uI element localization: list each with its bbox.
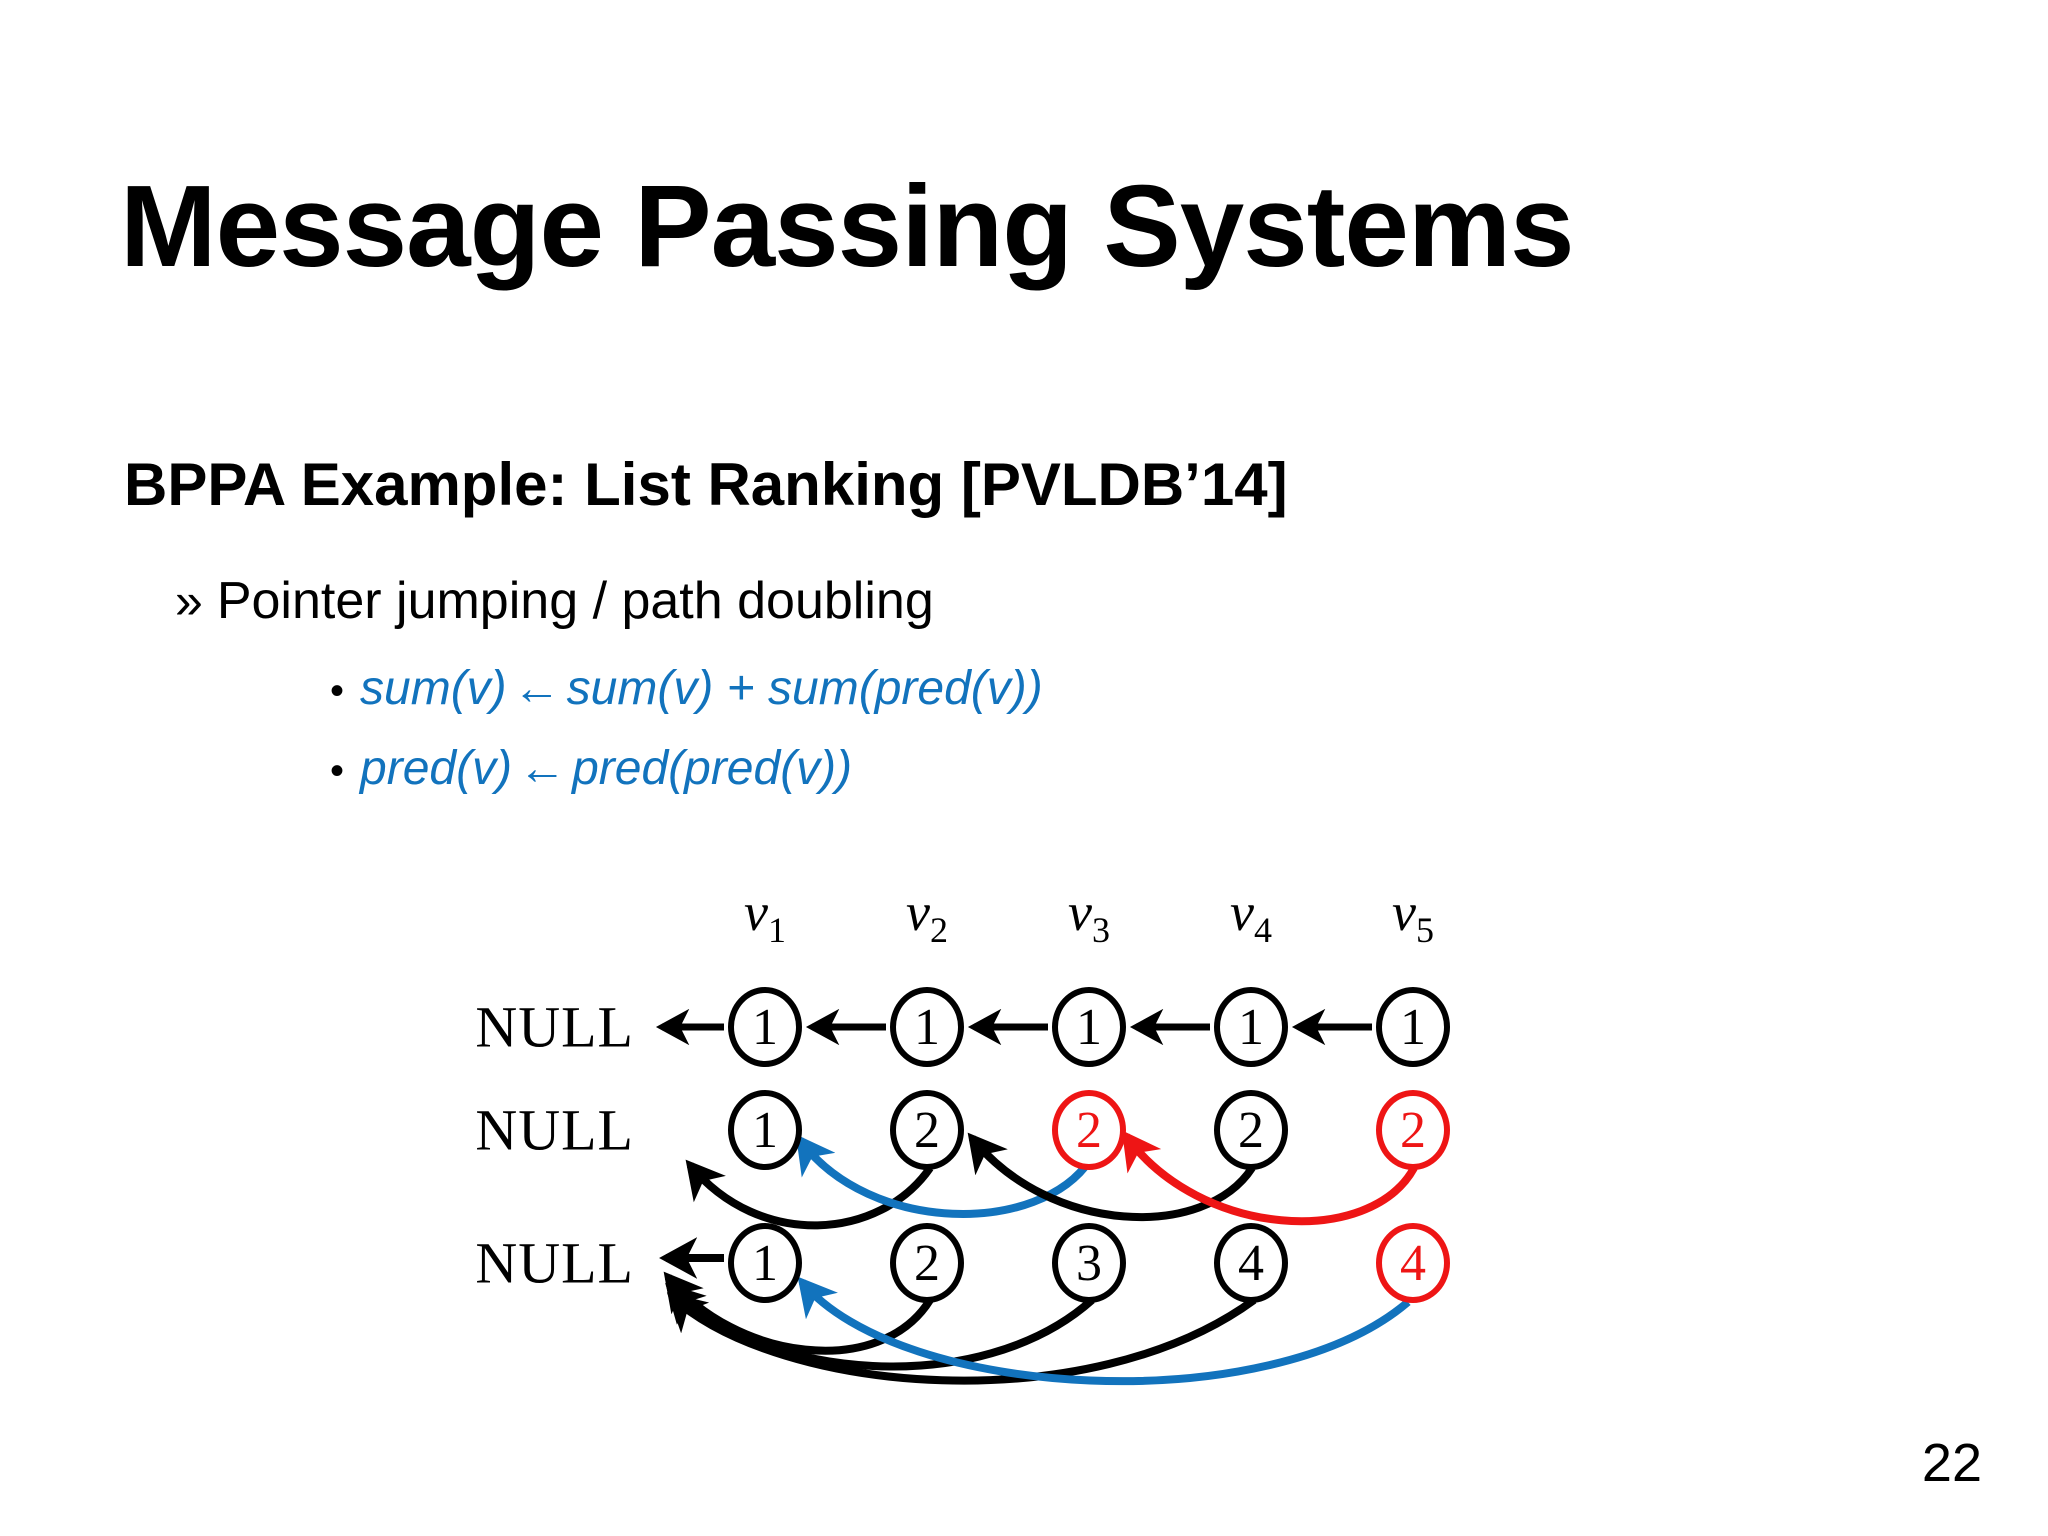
- node-row1-v3: 1: [1052, 987, 1126, 1067]
- node-row3-v4: 4: [1214, 1223, 1288, 1303]
- page-title: Message Passing Systems: [120, 161, 1575, 291]
- vertex-label-v1-base: v: [744, 882, 768, 943]
- vertex-label-v3: v3: [1068, 881, 1110, 951]
- bullet-dot-icon: •: [330, 669, 345, 713]
- sub-bullet-label: Pointer jumping / path doubling: [216, 572, 934, 630]
- row2-arrows: [685, 1130, 1418, 1230]
- formula-pred-rhs: pred(pred(v)): [572, 742, 853, 795]
- formula-sum-rhs: sum(v) + sum(pred(v)): [566, 662, 1043, 715]
- node-row2-v4: 2: [1214, 1090, 1288, 1170]
- vertex-label-v3-base: v: [1068, 882, 1092, 943]
- node-row3-v5: 4: [1376, 1223, 1450, 1303]
- formula-sum: • sum(v) ← sum(v) + sum(pred(v)): [330, 665, 1043, 713]
- node-row1-v2: 1: [890, 987, 964, 1067]
- node-row1-v5: 1: [1376, 987, 1450, 1067]
- vertex-label-v2-sub: 2: [929, 909, 948, 950]
- null-label-row2: NULL: [475, 1097, 634, 1163]
- arrow-row3-v2-to-null: [663, 1271, 934, 1355]
- vertex-label-v4-base: v: [1230, 882, 1254, 943]
- node-row3-v1: 1: [728, 1223, 802, 1303]
- node-row3-v3: 3: [1052, 1223, 1126, 1303]
- vertex-label-v2: v2: [906, 881, 948, 951]
- left-arrow-icon: ←: [518, 742, 567, 795]
- node-row2-v2: 2: [890, 1090, 964, 1170]
- node-row2-v1: 1: [728, 1090, 802, 1170]
- node-row1-v1: 1: [728, 987, 802, 1067]
- formula-pred-lhs: pred(v): [360, 742, 513, 795]
- vertex-label-v4-sub: 4: [1253, 909, 1272, 950]
- node-row2-v3: 2: [1052, 1090, 1126, 1170]
- chevron-double-right-icon: »: [175, 573, 203, 629]
- page-number: 22: [1921, 1433, 1982, 1493]
- left-arrow-icon: ←: [512, 662, 561, 715]
- arrow-row3-v4-to-null: [666, 1292, 1257, 1385]
- vertex-label-v5: v5: [1392, 881, 1434, 951]
- vertex-label-v1: v1: [744, 881, 786, 951]
- vertex-label-v5-base: v: [1392, 882, 1416, 943]
- formula-pred: • pred(v) ← pred(pred(v)): [330, 745, 852, 793]
- vertex-label-v2-base: v: [906, 882, 930, 943]
- null-label-row3: NULL: [475, 1230, 634, 1296]
- formula-sum-lhs: sum(v): [360, 662, 507, 715]
- node-row3-v2: 2: [890, 1223, 964, 1303]
- null-label-row1: NULL: [475, 994, 634, 1060]
- vertex-label-v3-sub: 3: [1091, 909, 1110, 950]
- arrow-row2-v2-to-null: [685, 1159, 934, 1230]
- node-row2-v5: 2: [1376, 1090, 1450, 1170]
- vertex-label-v4: v4: [1230, 881, 1272, 951]
- node-row1-v4: 1: [1214, 987, 1288, 1067]
- sub-bullet-pointer-jumping: » Pointer jumping / path doubling: [175, 575, 934, 627]
- arrow-row3-v3-to-null: [665, 1283, 1095, 1371]
- bullet-dot-icon: •: [330, 749, 345, 793]
- section-heading: BPPA Example: List Ranking [PVLDB’14]: [124, 451, 1288, 518]
- vertex-label-v1-sub: 1: [767, 909, 786, 950]
- vertex-label-v5-sub: 5: [1415, 909, 1434, 950]
